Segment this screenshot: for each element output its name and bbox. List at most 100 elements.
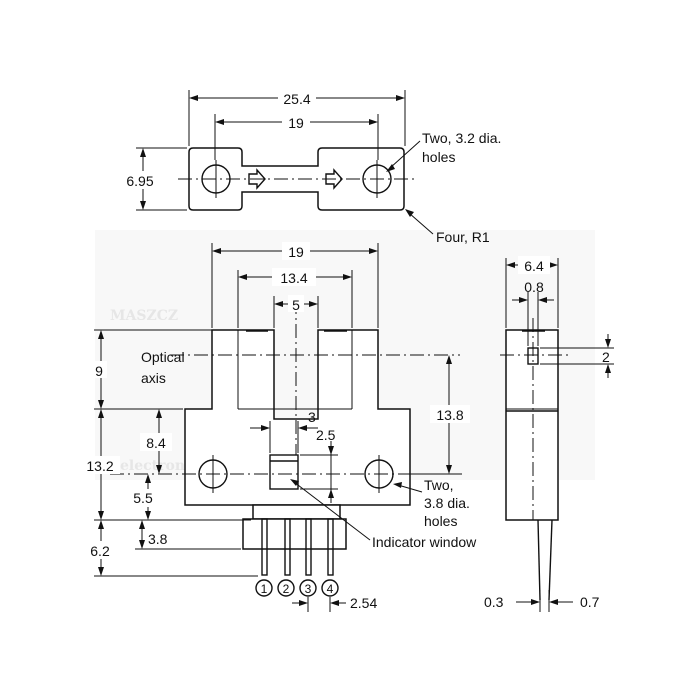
- top-arrow-right-icon: [325, 168, 343, 190]
- arrowhead: [98, 567, 104, 576]
- dim-overall-width: 25.4: [283, 91, 310, 107]
- arrowhead: [140, 148, 146, 157]
- arrowhead: [506, 262, 515, 268]
- arrowhead: [549, 262, 558, 268]
- label-mask: [282, 113, 310, 131]
- dim-slot-outer: 13.4: [280, 270, 307, 286]
- arrowhead: [328, 489, 334, 498]
- label-optical-line1: Optical: [141, 349, 185, 365]
- arrowhead: [299, 600, 308, 606]
- indicator-window: [269, 454, 299, 490]
- arrowhead: [605, 339, 611, 348]
- note-holes-line1: Two, 3.2 dia.: [422, 130, 501, 146]
- label-mask: [84, 541, 116, 559]
- arrowhead: [98, 520, 104, 529]
- pin-labels: 1 2 3 4: [255, 579, 339, 597]
- front-view: 1 2 3 4 19 13.4 5 Optical: [80, 242, 477, 612]
- pin-number-circle: [255, 579, 273, 597]
- label-mask: [282, 242, 310, 260]
- arrowhead: [396, 95, 405, 101]
- label-mask: [128, 489, 160, 507]
- side-dim-pin-thickness: 0.3: [484, 594, 504, 610]
- arrowhead: [261, 425, 270, 431]
- dim-axis-to-holes: 13.8: [436, 407, 463, 423]
- arrowhead: [98, 511, 104, 520]
- arrowhead: [605, 364, 611, 373]
- connector-housing: [242, 518, 347, 550]
- arrowhead: [215, 119, 224, 125]
- top-view: 25.4 19 6.95 Two, 3.2 dia. holes Four, R…: [118, 89, 501, 245]
- dim-hole-height: 8.4: [146, 435, 166, 451]
- leader-line: [397, 484, 423, 493]
- dim-body-height: 13.2: [86, 458, 113, 474]
- side-dim-aperture-height: 2: [602, 349, 610, 365]
- arrowhead: [139, 540, 145, 549]
- pin: [284, 518, 291, 576]
- leader-line: [293, 481, 371, 541]
- arrowhead: [290, 479, 299, 486]
- front-note-holes-line3: holes: [424, 513, 457, 529]
- label-mask: [430, 405, 470, 423]
- arrowhead: [309, 301, 318, 307]
- pin-number-circle: [321, 579, 339, 597]
- side-dim-aperture: 0.8: [524, 279, 544, 295]
- watermark-line1: MASZCZ: [110, 308, 178, 324]
- dim-hole-pitch: 19: [288, 115, 304, 131]
- label-mask: [140, 433, 172, 451]
- arrowhead: [446, 355, 452, 364]
- label-mask: [278, 89, 316, 107]
- arrowhead: [98, 409, 104, 418]
- side-pin-left: [537, 519, 541, 601]
- dim-pins-total: 6.2: [90, 543, 110, 559]
- label-mask: [91, 361, 107, 378]
- arrowhead: [274, 301, 283, 307]
- label-indicator: Indicator window: [372, 534, 477, 550]
- arrowhead: [140, 201, 146, 210]
- arrowhead: [369, 119, 378, 125]
- note-corners: Four, R1: [436, 229, 490, 245]
- arrowhead: [369, 248, 378, 254]
- dim-axis-depth: 9: [95, 363, 103, 379]
- arrowhead: [328, 446, 334, 455]
- label-optical-line2: axis: [141, 370, 166, 386]
- top-arrow-left-icon: [248, 168, 266, 190]
- dim-window-height: 2.5: [316, 427, 336, 443]
- arrowhead: [343, 274, 352, 280]
- pin-number-2: 2: [283, 582, 290, 596]
- arrowhead: [298, 425, 307, 431]
- arrowhead: [156, 409, 162, 418]
- pin-number-4: 4: [327, 582, 334, 596]
- dim-mount-width: 19: [288, 244, 304, 260]
- pin-number-3: 3: [305, 582, 312, 596]
- dim-height: 6.95: [126, 173, 153, 189]
- arrowhead: [386, 164, 395, 172]
- arrowhead: [145, 511, 151, 520]
- arrowhead: [145, 474, 151, 483]
- pin-group: [261, 518, 334, 576]
- dim-base-block: 3.8: [148, 531, 168, 547]
- side-body: [505, 329, 559, 521]
- arrowhead: [446, 465, 452, 474]
- arrowhead: [538, 297, 547, 303]
- pin-number-circle: [299, 579, 317, 597]
- arrowhead: [98, 400, 104, 409]
- arrowhead: [139, 520, 145, 529]
- label-mask: [288, 295, 304, 312]
- label-mask: [80, 456, 120, 474]
- side-dim-width: 6.4: [524, 258, 544, 274]
- leader-line: [389, 140, 421, 169]
- dim-pin-pitch: 2.54: [350, 595, 377, 611]
- top-view-outline: [188, 147, 405, 211]
- arrowhead: [549, 599, 558, 605]
- arrowhead: [98, 330, 104, 339]
- arrowhead: [531, 599, 540, 605]
- pin: [261, 518, 268, 576]
- side-pin-right: [548, 519, 553, 601]
- front-note-holes-line1: Two,: [424, 477, 454, 493]
- side-view: 6.4 0.8 2 0.3 0.7: [484, 256, 614, 612]
- label-mask: [272, 268, 316, 286]
- arrowhead: [189, 95, 198, 101]
- dim-hole-from-base: 5.5: [133, 490, 153, 506]
- arrowhead: [519, 297, 528, 303]
- arrowhead: [156, 465, 162, 474]
